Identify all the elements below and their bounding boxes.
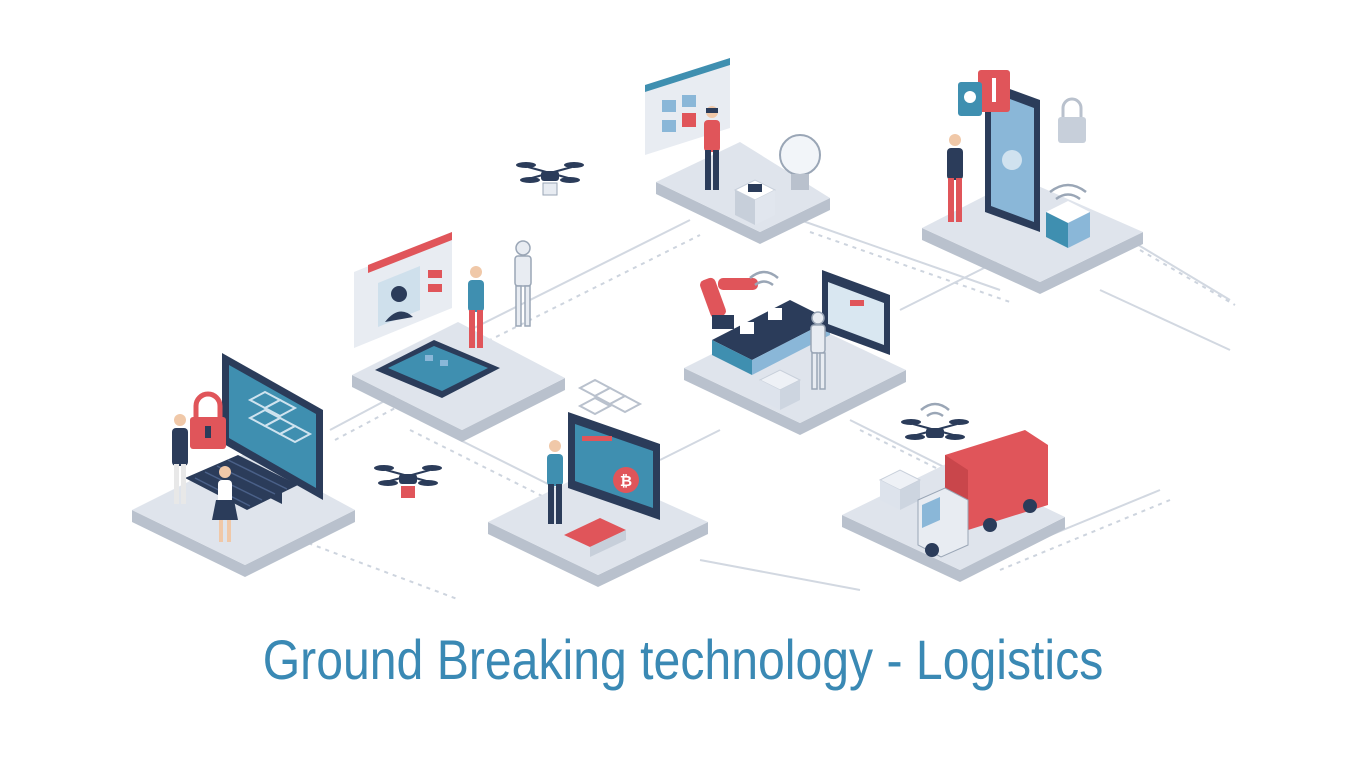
person-user: [947, 134, 963, 222]
thermometer-card: [978, 70, 1010, 112]
padlock-icon: [190, 391, 226, 449]
network-connectors: [299, 219, 1236, 601]
padlock-icon: [1058, 97, 1086, 143]
truck-icon: [917, 430, 1048, 558]
control-screen: [822, 270, 890, 355]
drone-icon: [901, 402, 969, 440]
tablet-device: [375, 340, 500, 398]
face-scan-icon: [354, 232, 452, 348]
isometric-technology-illustration: .conn{stroke:#d2d8e1;stroke-width:2;fill…: [132, 58, 1236, 601]
drone-icon: [374, 465, 442, 498]
bitcoin-symbol: ₿: [620, 472, 632, 490]
chip-icon: [733, 179, 777, 225]
wifi-icon: [749, 270, 779, 287]
person-engineer: [172, 414, 188, 504]
vr-headset-icon: [704, 106, 720, 190]
drone-icon: [516, 162, 584, 196]
boxes-icon: [758, 369, 802, 410]
blockchain-icon: [577, 378, 643, 416]
platform-cyber-security: [132, 353, 355, 577]
platform-robotic-factory: [684, 270, 906, 435]
robot-icon: [810, 311, 826, 390]
wifi-icon: [1049, 183, 1087, 201]
smartphone-icon: [985, 80, 1040, 232]
boxes-icon: [878, 469, 922, 510]
credit-card-icon: [564, 518, 626, 557]
hub-device: [1046, 201, 1090, 248]
caption-title: Ground Breaking technology - Logistics: [262, 628, 1104, 691]
lightbulb-icon: [779, 134, 821, 190]
platform-virtual-reality: [645, 58, 830, 244]
platform-smart-home: [922, 70, 1143, 294]
bitcoin-icon: ₿: [613, 467, 639, 493]
person-woman: [212, 466, 238, 542]
platform-delivery-truck: [842, 430, 1065, 582]
platform-blockchain-payments: ₿: [488, 378, 708, 587]
platform-facial-recognition: [352, 232, 565, 442]
person-trader: [547, 440, 563, 524]
robot-icon: [514, 240, 532, 327]
person-operator: [468, 266, 484, 348]
robot-arm-icon: [700, 277, 758, 329]
lightbulb-card: [958, 82, 982, 116]
